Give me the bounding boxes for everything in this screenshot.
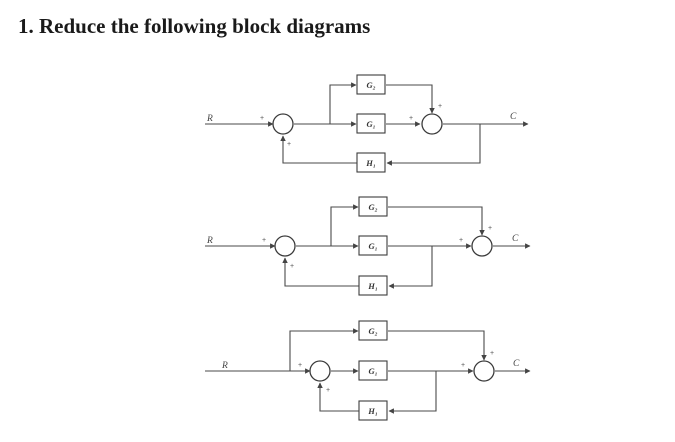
summing-junction-output [473, 360, 495, 382]
feedback-line [282, 257, 359, 287]
block-g2 [356, 74, 386, 95]
signal-input-label: R [221, 361, 228, 371]
sign-label: + [490, 350, 494, 357]
signal-output-label: C [513, 359, 520, 369]
block-h1 [358, 275, 388, 296]
signal-input-label: R [206, 114, 213, 124]
g2-output-line [388, 206, 485, 236]
block-g2-label: G₂ [368, 326, 377, 336]
sign-label: + [461, 362, 465, 369]
sign-label: + [298, 362, 302, 369]
h1-input-line [386, 124, 481, 166]
summing-junction-input [309, 360, 331, 382]
block-g2 [358, 320, 388, 341]
block-g1-label: G₁ [368, 241, 377, 251]
diagram-1: G₂ G₁ H₁ R C + + + + [205, 74, 529, 173]
sign-label: + [438, 103, 442, 110]
page-title: 1. Reduce the following block diagrams [18, 14, 371, 38]
feedback-line [317, 382, 359, 412]
r-bypass-line [289, 328, 359, 371]
g2-branch-line [329, 82, 357, 124]
block-h1 [358, 400, 388, 421]
sign-label: + [459, 237, 463, 244]
block-g1-label: G₁ [366, 119, 375, 129]
block-g1 [358, 360, 388, 381]
g2-branch-line [330, 204, 359, 246]
summing-junction-output [471, 235, 493, 257]
diagram-3: G₂ G₁ H₁ R C + + + + [205, 320, 531, 421]
block-g2-label: G₂ [368, 202, 377, 212]
h1-input-line [388, 371, 437, 414]
feedback-line [280, 135, 357, 164]
signal-output-label: C [510, 112, 517, 122]
signal-input-label: R [206, 236, 213, 246]
block-h1 [356, 152, 386, 173]
block-h1-label: H₁ [365, 158, 376, 168]
signal-output-label: C [512, 234, 519, 244]
g2-output-line [386, 84, 435, 114]
block-h1-label: H₁ [367, 281, 378, 291]
block-h1-label: H₁ [367, 406, 378, 416]
g2-output-line [388, 330, 487, 361]
block-g1 [358, 235, 388, 256]
diagram-2: G₂ G₁ H₁ R C + + + + [205, 196, 531, 296]
block-g2-label: G₂ [366, 80, 375, 90]
sign-label: + [409, 115, 413, 122]
sign-label: + [262, 237, 266, 244]
sign-label: + [326, 387, 330, 394]
block-g1-label: G₁ [368, 366, 377, 376]
sign-label: + [290, 263, 294, 270]
block-g1 [356, 113, 386, 134]
block-g2 [358, 196, 388, 217]
summing-junction-input [272, 113, 294, 135]
summing-junction-output [421, 113, 443, 135]
sign-label: + [488, 225, 492, 232]
sign-label: + [260, 115, 264, 122]
sign-label: + [287, 141, 291, 148]
h1-input-line [388, 246, 433, 289]
summing-junction-input [274, 235, 296, 257]
